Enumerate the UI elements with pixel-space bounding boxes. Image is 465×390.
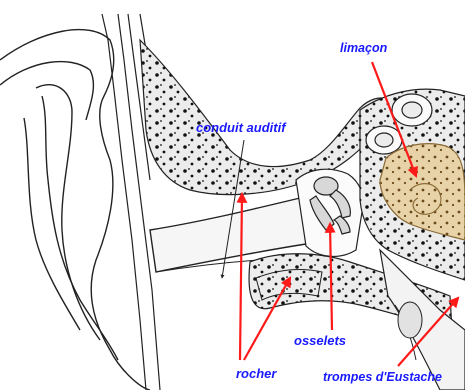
label-osselets: osselets (294, 334, 346, 347)
label-conduit-auditif: conduit auditif (196, 121, 286, 134)
label-trompes-eustache: trompes d'Eustache (323, 371, 442, 384)
label-limacon: limaçon (340, 42, 387, 55)
rocher-upper-bone (140, 40, 388, 195)
label-rocher: rocher (236, 367, 276, 380)
pinna-outline (0, 30, 150, 390)
eustachian-cartilage (398, 302, 422, 338)
